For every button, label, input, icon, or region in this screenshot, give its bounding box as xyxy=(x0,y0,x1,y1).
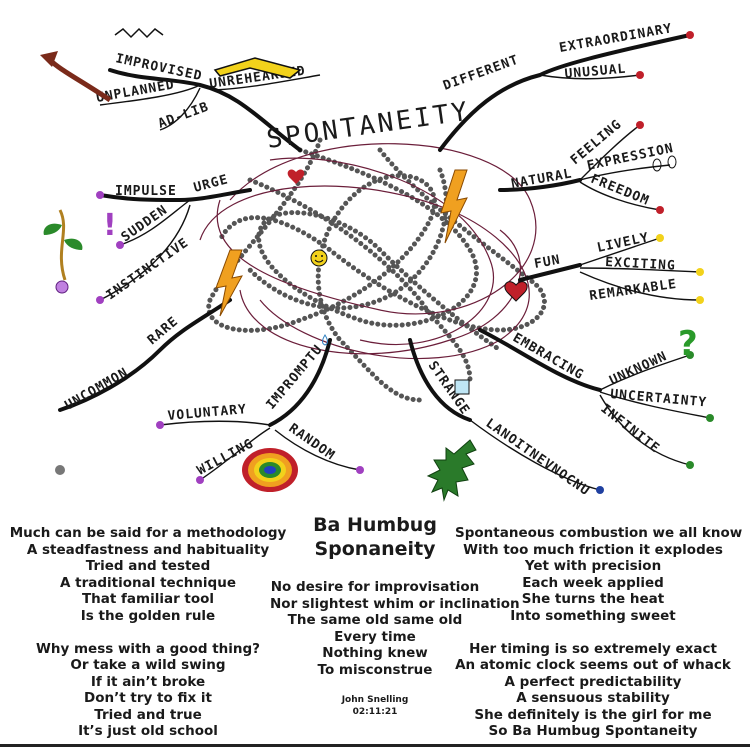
poem-line: Or take a wild swing xyxy=(70,657,226,673)
label-unknown: UNKNOWN xyxy=(607,349,669,389)
label-infinite: INFINITE xyxy=(598,401,663,456)
poem-left-column: Much can be said for a methodology A ste… xyxy=(0,525,296,740)
poem-line: Nor slightest whim or inclination xyxy=(270,595,520,612)
poem-line: Much can be said for a methodology xyxy=(9,525,287,541)
poem-line: A perfect predictability xyxy=(504,673,682,690)
poem-line: Tried and tested xyxy=(85,558,211,574)
poem-line: Is the golden rule xyxy=(80,607,216,624)
poem-line: Her timing is so extremely exact xyxy=(469,640,717,657)
label-fun: FUN xyxy=(533,253,562,272)
label-exciting: EXCITING xyxy=(605,255,676,274)
dice-icon xyxy=(454,379,470,395)
label-freedom: FREEDOM xyxy=(589,172,652,209)
poem-line: Nothing knew xyxy=(322,645,428,661)
label-unconventional-mirrored: LANOITNEVNOCNU xyxy=(483,416,593,499)
label-urge: URGE xyxy=(192,172,230,196)
lightning-bolt-icon xyxy=(440,169,468,244)
poem-line: Don’t try to fix it xyxy=(84,690,212,706)
poem-line: Yet with precision xyxy=(524,558,662,574)
poem-line: She turns the heat xyxy=(521,591,665,607)
eyes-icon xyxy=(652,155,677,172)
rainbow-target-icon xyxy=(242,448,298,492)
label-unplanned: UNPLANNED xyxy=(95,77,176,106)
label-unusual: UNUSUAL xyxy=(564,62,627,82)
poem-middle-column: Ba Humbug Sponaneity No desire for impro… xyxy=(270,513,520,718)
svg-text:!: ! xyxy=(103,208,117,243)
label-impulse: IMPULSE xyxy=(115,184,177,199)
label-ad-lib: AD-LIB xyxy=(156,100,211,132)
poem-line: Each week applied xyxy=(522,574,664,591)
author-name: John Snelling xyxy=(341,695,409,705)
poem-line: No desire for improvisation xyxy=(270,579,480,595)
poem-line: An atomic clock seems out of whack xyxy=(455,657,731,673)
flower-vine-icon xyxy=(43,209,83,294)
poem-line: With too much friction it explodes xyxy=(463,541,723,558)
poem-line: A sensuous stability xyxy=(516,690,670,706)
bottom-border xyxy=(0,744,750,747)
squiggle-icon xyxy=(114,27,164,39)
poem-line: Spontaneous combustion we all know xyxy=(455,525,743,541)
arrowhead-icon xyxy=(40,51,58,67)
exclamation-icon: ! xyxy=(103,208,117,243)
smiley-icon xyxy=(310,249,328,267)
poem-line: Tried and true xyxy=(94,706,202,723)
arrow-icon xyxy=(48,58,112,103)
svg-text:?: ? xyxy=(678,324,698,364)
endpoint-dots xyxy=(55,31,714,494)
poem-line: So Ba Humbug Spontaneity xyxy=(488,723,698,739)
poem-title-line2: Sponaneity xyxy=(314,538,436,560)
label-voluntary: VOLUNTARY xyxy=(167,402,247,424)
question-mark-icon: ? xyxy=(678,324,698,364)
poem-line: The same old same old xyxy=(287,612,463,628)
label-embracing: EMBRACING xyxy=(510,330,586,383)
poem-line: Why mess with a good thing? xyxy=(35,640,261,657)
lightning-bolt-icon xyxy=(215,249,243,317)
poem-date: 02:11:21 xyxy=(352,707,398,717)
label-rare: RARE xyxy=(145,314,182,348)
holly-leaf-icon xyxy=(426,439,477,502)
poem-line: To misconstrue xyxy=(317,661,433,678)
tangled-bead-chains xyxy=(206,137,547,403)
wine-loops xyxy=(199,143,537,360)
poem-line: Into something sweet xyxy=(510,607,676,624)
mind-map: SPONTANEITY IMPROVISED UNPLANNED AD-LIB … xyxy=(40,21,714,502)
droplet-icon xyxy=(322,334,328,346)
poem-line: That familiar tool xyxy=(81,591,215,607)
poem-right-column: Spontaneous combustion we all know With … xyxy=(455,525,743,740)
label-random: RANDOM xyxy=(286,421,338,464)
label-sudden: SUDDEN xyxy=(119,203,171,246)
poem-line: A steadfastness and habituality xyxy=(26,541,270,558)
poem-line: If it ain’t broke xyxy=(90,673,206,690)
heart-icon xyxy=(287,169,305,184)
poem-line: Every time xyxy=(334,628,416,645)
label-lively: LIVELY xyxy=(596,230,651,256)
poem-line: She definitely is the girl for me xyxy=(474,706,712,723)
branch-lines xyxy=(58,33,711,491)
poem-line: A traditional technique xyxy=(60,574,236,591)
heart-icon xyxy=(504,281,528,302)
yellow-lightning-icon xyxy=(213,57,302,79)
label-uncommon: UNCOMMON xyxy=(63,365,132,413)
poem-title-line1: Ba Humbug xyxy=(313,514,437,536)
poem-line: It’s just old school xyxy=(78,723,218,739)
